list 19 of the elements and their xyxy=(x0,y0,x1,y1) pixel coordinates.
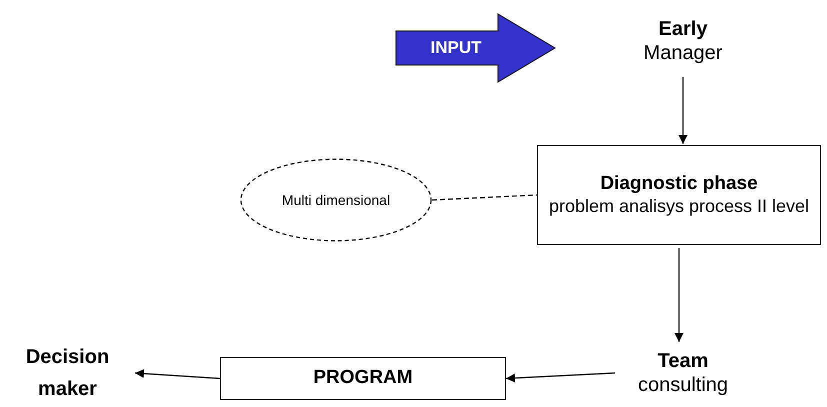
body-text: Manager xyxy=(644,41,722,65)
heading-text: Diagnostic phase xyxy=(600,172,758,196)
process-box xyxy=(220,357,506,400)
node-label: Decision maker xyxy=(24,345,110,402)
heading-text: Team xyxy=(658,349,708,373)
process-box xyxy=(537,145,821,245)
dashed-line xyxy=(432,194,538,201)
arrow xyxy=(134,369,220,380)
heading-text: Early xyxy=(658,17,708,41)
arrow xyxy=(678,77,688,144)
dashed-ellipse xyxy=(240,158,432,242)
node-label: Multi dimensional xyxy=(282,192,390,208)
arrow xyxy=(674,248,684,342)
body-text: problem analisys process II level xyxy=(548,196,810,218)
body-text: consulting xyxy=(638,373,728,397)
node-label: INPUT xyxy=(430,38,482,58)
arrow xyxy=(506,372,616,383)
block-arrow xyxy=(396,14,556,82)
node-label: PROGRAM xyxy=(313,367,413,390)
